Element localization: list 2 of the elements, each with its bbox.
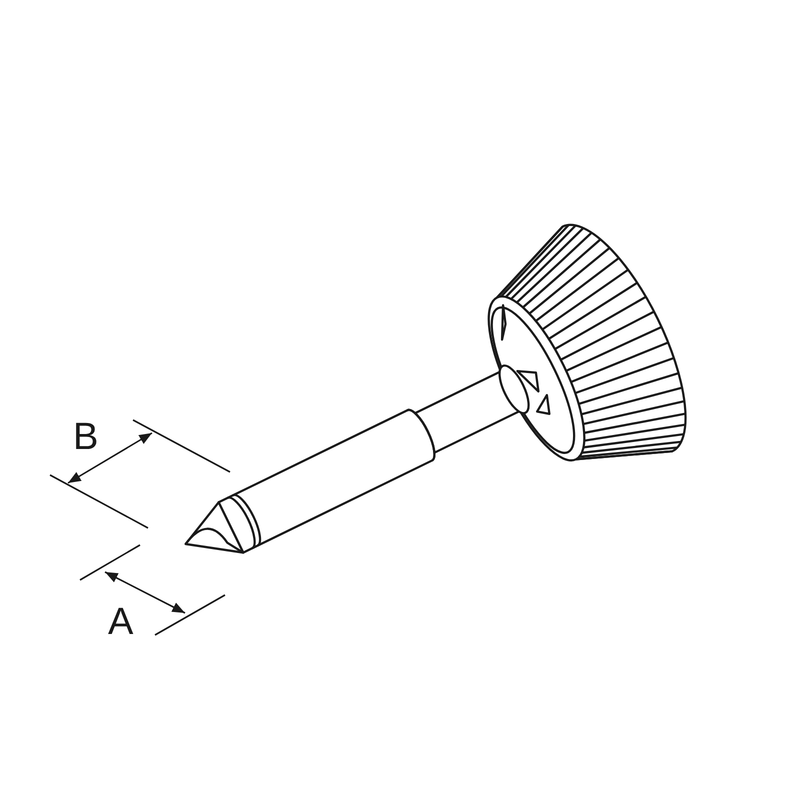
dimension-label: B bbox=[73, 418, 98, 456]
dimension-label: A bbox=[108, 603, 134, 641]
